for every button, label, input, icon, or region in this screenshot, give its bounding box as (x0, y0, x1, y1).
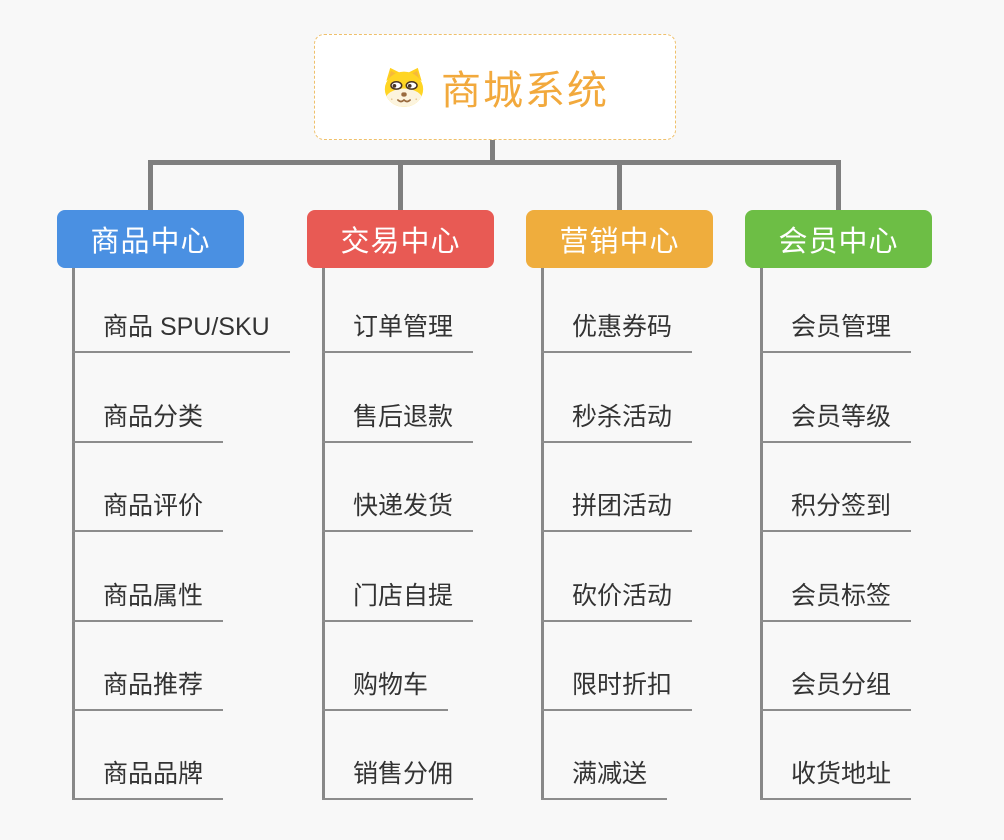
shiba-dog-icon (384, 67, 424, 107)
branch-connector-stub-3 (617, 160, 622, 211)
leaf-node[interactable]: 会员管理 (760, 310, 912, 353)
leaf-node[interactable]: 满减送 (541, 757, 668, 800)
leaf-column-member: 会员管理 会员等级 积分签到 会员标签 会员分组 收货地址 (760, 268, 1004, 800)
leaf-column-marketing: 优惠券码 秒杀活动 拼团活动 砍价活动 限时折扣 满减送 (541, 268, 791, 800)
leaf-node[interactable]: 销售分佣 (322, 757, 474, 800)
leaf-column-trade: 订单管理 售后退款 快递发货 门店自提 购物车 销售分佣 (322, 268, 572, 800)
branch-header-member-center[interactable]: 会员中心 (745, 210, 932, 268)
leaf-node[interactable]: 收货地址 (760, 757, 912, 800)
leaf-node[interactable]: 会员分组 (760, 668, 912, 711)
leaf-node[interactable]: 限时折扣 (541, 668, 693, 711)
leaf-node[interactable]: 拼团活动 (541, 489, 693, 532)
leaf-node[interactable]: 快递发货 (322, 489, 474, 532)
root-connector-stub (490, 140, 495, 162)
leaf-node[interactable]: 商品属性 (72, 579, 224, 622)
leaf-node[interactable]: 会员等级 (760, 400, 912, 443)
root-node[interactable]: 商城系统 (314, 34, 676, 140)
leaf-node[interactable]: 秒杀活动 (541, 400, 693, 443)
leaf-node[interactable]: 商品品牌 (72, 757, 224, 800)
leaf-node[interactable]: 积分签到 (760, 489, 912, 532)
leaf-node[interactable]: 商品推荐 (72, 668, 224, 711)
branch-header-marketing-center[interactable]: 营销中心 (526, 210, 713, 268)
leaf-node[interactable]: 购物车 (322, 668, 449, 711)
leaf-node[interactable]: 会员标签 (760, 579, 912, 622)
branch-header-product-center[interactable]: 商品中心 (57, 210, 244, 268)
leaf-node[interactable]: 砍价活动 (541, 579, 693, 622)
root-title: 商城系统 (441, 69, 609, 113)
leaf-node[interactable]: 优惠券码 (541, 310, 693, 353)
branch-header-trade-center[interactable]: 交易中心 (307, 210, 494, 268)
leaf-node[interactable]: 商品 SPU/SKU (72, 310, 290, 353)
leaf-column-product: 商品 SPU/SKU 商品分类 商品评价 商品属性 商品推荐 商品品牌 (72, 268, 322, 800)
column-line (541, 268, 544, 799)
leaf-node[interactable]: 售后退款 (322, 400, 474, 443)
branch-connector-stub-4 (836, 160, 841, 211)
column-line (72, 268, 75, 799)
leaf-node[interactable]: 商品分类 (72, 400, 224, 443)
connector-horizontal (148, 160, 841, 165)
leaf-node[interactable]: 商品评价 (72, 489, 224, 532)
leaf-node[interactable]: 门店自提 (322, 579, 474, 622)
column-line (760, 268, 763, 799)
column-line (322, 268, 325, 799)
branch-connector-stub-2 (398, 160, 403, 211)
branch-connector-stub-1 (148, 160, 153, 211)
leaf-node[interactable]: 订单管理 (322, 310, 474, 353)
